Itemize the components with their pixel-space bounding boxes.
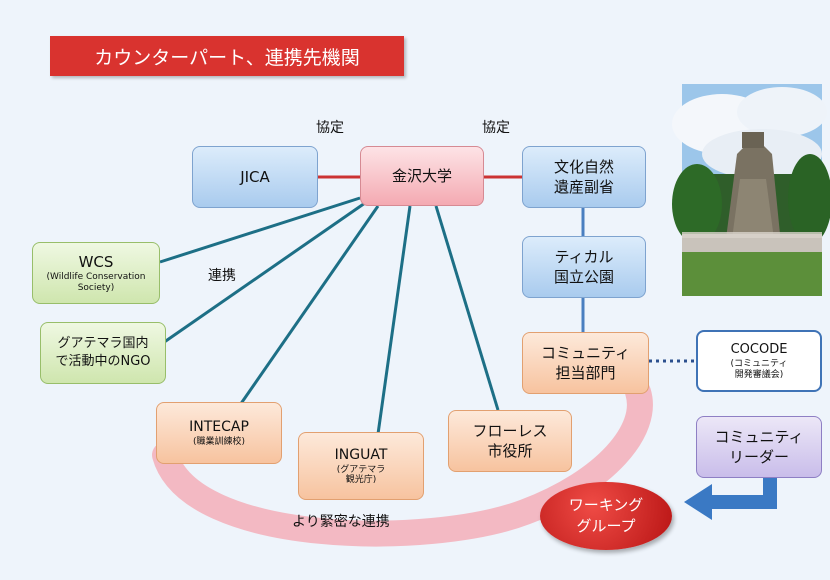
node-wcs: WCS (Wildlife Conservation Society) xyxy=(32,242,160,304)
node-inguat: INGUAT (グアテマラ 観光庁) xyxy=(298,432,424,500)
closer-cooperation-label: より緊密な連携 xyxy=(292,514,390,530)
cooperation-line-wcs xyxy=(159,196,361,264)
page-title: カウンターパート、連携先機関 xyxy=(50,36,404,76)
node-leader-line1: コミュニティ xyxy=(714,427,804,446)
leader-to-wg-arrow xyxy=(710,478,777,509)
node-ngo: グアテマラ国内 で活動中のNGO xyxy=(40,322,166,384)
node-tikal: ティカル 国立公園 xyxy=(522,236,646,298)
node-wcs-name: WCS xyxy=(78,253,114,272)
cooperation-line-flores xyxy=(434,205,500,411)
node-inguat-sub2: 観光庁) xyxy=(345,475,377,486)
node-kanazawa-label: 金沢大学 xyxy=(391,166,452,185)
node-kanazawa-university: 金沢大学 xyxy=(360,146,484,206)
node-ngo-line2: で活動中のNGO xyxy=(55,354,151,369)
node-intecap-name: INTECAP xyxy=(189,419,249,436)
node-flores-line1: フローレス xyxy=(472,421,548,440)
cooperation-line-inguat xyxy=(376,205,412,435)
node-ministry-line1: 文化自然 xyxy=(553,157,614,176)
cooperation-line-intecap xyxy=(238,205,380,406)
node-leader-line2: リーダー xyxy=(728,448,789,466)
node-community-leader: コミュニティ リーダー xyxy=(696,416,822,478)
agreement-label-right: 協定 xyxy=(482,120,510,136)
node-jica: JICA xyxy=(192,146,318,208)
node-intecap-sub: (職業訓練校) xyxy=(192,437,246,448)
node-cocode: COCODE (コミュニティ 開発審議会) xyxy=(696,330,822,392)
node-intecap: INTECAP (職業訓練校) xyxy=(156,402,282,464)
node-inguat-name: INGUAT xyxy=(334,446,388,463)
cooperation-line-ngo xyxy=(159,201,366,347)
cooperation-label: 連携 xyxy=(208,268,236,284)
node-cocode-sub2: 開発審議会) xyxy=(734,369,784,380)
node-ministry: 文化自然 遺産副省 xyxy=(522,146,646,208)
node-wg-line1: ワーキング xyxy=(568,496,644,514)
node-community-dept-line1: コミュニティ xyxy=(540,343,631,362)
node-ngo-line1: グアテマラ国内 xyxy=(57,336,149,352)
node-tikal-line2: 国立公園 xyxy=(553,268,614,286)
node-jica-label: JICA xyxy=(240,167,270,186)
node-community-dept: コミュニティ 担当部門 xyxy=(522,332,649,394)
node-flores-line2: 市役所 xyxy=(487,442,533,460)
node-inguat-sub1: (グアテマラ xyxy=(336,464,386,475)
closer-cooperation-arc xyxy=(152,379,653,547)
node-cocode-name: COCODE xyxy=(730,342,788,358)
tikal-temple-photo xyxy=(672,84,830,296)
node-flores: フローレス 市役所 xyxy=(448,410,572,472)
node-wcs-sub1: (Wildlife Conservation xyxy=(46,272,146,283)
node-wg-line2: グループ xyxy=(576,517,636,535)
agreement-label-left: 協定 xyxy=(316,120,344,136)
node-cocode-sub1: (コミュニティ xyxy=(730,358,788,369)
leader-to-wg-arrowhead xyxy=(684,484,712,520)
node-wcs-sub2: Society) xyxy=(77,283,115,294)
node-tikal-line1: ティカル xyxy=(554,247,614,266)
node-ministry-line2: 遺産副省 xyxy=(553,178,614,196)
node-working-group: ワーキング グループ xyxy=(540,482,672,550)
node-community-dept-line2: 担当部門 xyxy=(555,364,616,382)
